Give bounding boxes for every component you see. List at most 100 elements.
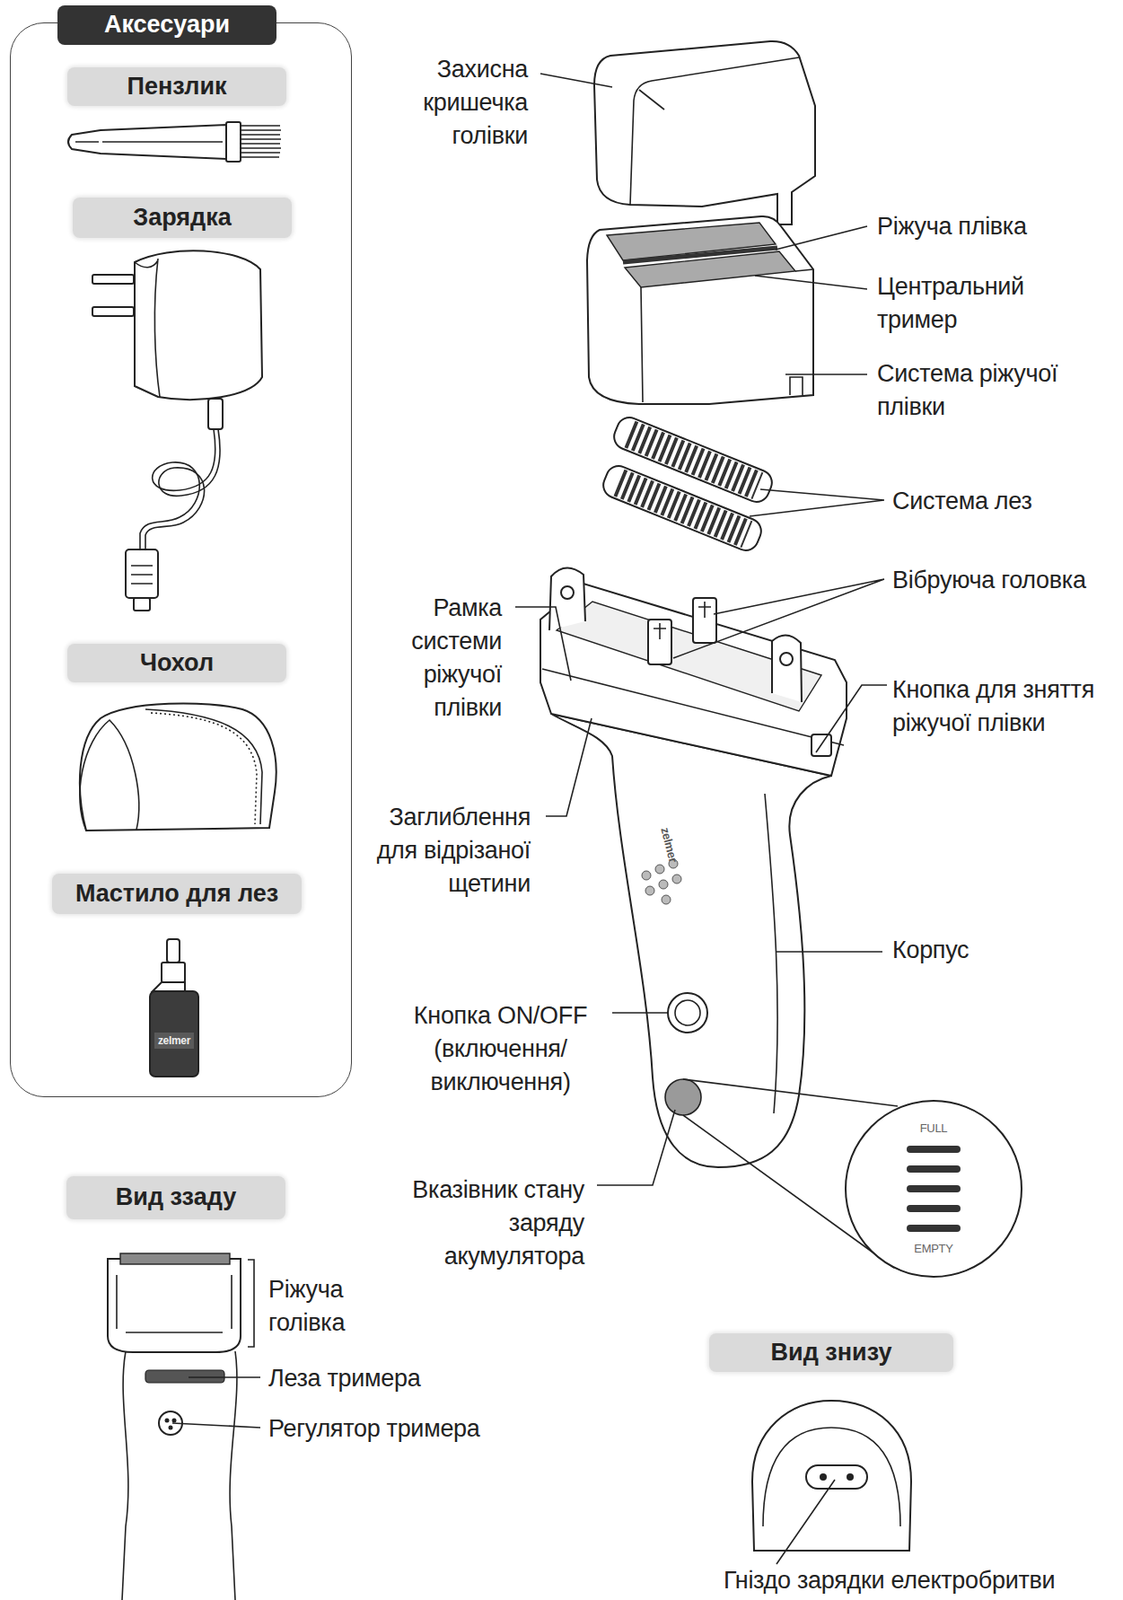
section-band: Мастило для лез <box>52 873 302 914</box>
charger-drawing <box>134 258 160 397</box>
shaver-body-drawing <box>772 634 802 702</box>
shaver-body-drawing <box>549 567 586 631</box>
band-heading: Вид ззаду <box>115 1184 237 1211</box>
section-band: Вид ззаду <box>66 1175 286 1220</box>
charger-drawing <box>92 274 134 284</box>
foil-unit-drawing <box>587 216 814 404</box>
indicator-zoom <box>906 1224 961 1232</box>
shaver-body-drawing <box>780 652 793 666</box>
back-view-drawing <box>247 1259 255 1347</box>
part-label: Заглиблення для відрізаної щетини <box>368 800 531 901</box>
foil-unit-drawing <box>587 216 814 404</box>
part-label: Ріжуча плівка <box>877 210 1027 244</box>
brand-text: zelmer <box>657 825 680 864</box>
blades-drawing <box>599 462 765 554</box>
charger-drawing <box>92 307 134 316</box>
back-view-drawing <box>107 1258 241 1352</box>
charger-drawing <box>92 250 263 611</box>
case-drawing <box>79 719 140 831</box>
part-label: Ріжуча голівка <box>268 1272 386 1340</box>
case-drawing <box>79 702 277 831</box>
bottom-view-drawing <box>819 1473 827 1481</box>
band-heading: Чохол <box>140 649 214 677</box>
bottom-view-drawing <box>752 1400 912 1551</box>
shaver-body-drawing <box>667 992 708 1033</box>
back-view-drawing <box>122 1351 237 1600</box>
part-label: Кнопка для зняття ріжучої плівки <box>892 673 1123 740</box>
blades-drawing <box>599 462 765 554</box>
shaver-body-drawing <box>645 886 655 895</box>
back-view-drawing <box>116 1274 232 1333</box>
foil-unit-drawing <box>622 247 778 263</box>
indicator-zoom <box>906 1165 961 1173</box>
oil-bottle-drawing <box>152 982 185 992</box>
brush-drawing <box>226 122 241 162</box>
indicator-zoom <box>906 1145 961 1153</box>
oil-bottle-drawing <box>166 938 180 963</box>
shaver-body-drawing <box>540 567 847 1167</box>
indicator-zoom <box>906 1204 961 1212</box>
band-heading: Мастило для лез <box>75 880 279 908</box>
section-band: Вид знизу <box>709 1333 954 1372</box>
part-label: Захисна кришечка голівки <box>393 52 528 153</box>
shaver-body-drawing <box>764 793 778 1114</box>
shaver-body-drawing <box>641 870 651 880</box>
charger-drawing <box>145 429 220 552</box>
bottom-view-drawing <box>846 1473 854 1481</box>
indicator-zoom <box>906 1184 961 1193</box>
case-drawing <box>79 702 277 831</box>
part-label: Рамка системи ріжучої плівки <box>389 591 502 725</box>
panel-heading: Аксесуари <box>57 5 277 45</box>
band-heading: Зарядка <box>132 204 232 232</box>
cap-drawing <box>639 89 665 110</box>
charger-drawing <box>131 565 153 584</box>
shaver-body-drawing <box>551 713 832 1167</box>
part-label: Регулятор тримера <box>268 1412 481 1446</box>
shaver-body-drawing <box>665 1079 702 1115</box>
part-label: Система ріжучої плівки <box>877 357 1111 424</box>
part-label: Вібруюча головка <box>892 563 1087 597</box>
shaver-body-drawing <box>658 879 668 889</box>
oil-bottle-drawing <box>149 991 199 1077</box>
section-band: Зарядка <box>72 197 292 238</box>
foil-unit-drawing <box>624 251 796 288</box>
back-view-drawing <box>165 1418 170 1423</box>
part-label: Система лез <box>892 484 1033 518</box>
indicator-text: FULL <box>897 1121 970 1136</box>
indicator-zoom <box>845 1100 1022 1277</box>
back-view-drawing <box>172 1418 177 1423</box>
band-heading: Пензлик <box>126 73 227 101</box>
part-label: Гніздо зарядки електробритви <box>723 1563 1055 1597</box>
case-drawing <box>150 712 257 825</box>
bottom-view-drawing <box>752 1400 912 1551</box>
part-label: Леза тримера <box>268 1361 422 1395</box>
shaver-body-drawing <box>561 586 574 599</box>
oil-bottle-drawing <box>161 962 185 983</box>
charger-drawing <box>208 398 223 430</box>
charger-drawing <box>125 549 158 598</box>
shaver-body-drawing <box>655 864 665 874</box>
shaver-body-drawing <box>661 894 671 904</box>
shaver-body-drawing <box>540 583 847 776</box>
section-band: Пензлик <box>67 67 287 106</box>
brand-text: zelmer <box>149 1033 199 1048</box>
indicator-text: EMPTY <box>893 1241 974 1256</box>
indicator-zoom <box>683 1079 1022 1277</box>
charger-drawing <box>134 250 263 400</box>
accessories-panel: АксесуариПензликЗарядкаЧохолМастило для … <box>9 22 352 1097</box>
cap-drawing <box>594 41 816 225</box>
foil-unit-drawing <box>640 269 814 403</box>
shaver-body-drawing <box>675 1000 701 1026</box>
shaver-body-drawing <box>672 874 682 884</box>
part-label: Кнопка ON/OFF (включення/ виключення) <box>394 999 606 1099</box>
foil-unit-drawing <box>789 377 803 395</box>
part-label: Центральний тример <box>877 270 1057 337</box>
shaver-body-drawing <box>641 859 682 904</box>
oil-bottle-drawing <box>149 938 199 1077</box>
charger-drawing <box>133 597 150 611</box>
case-drawing <box>145 709 263 825</box>
